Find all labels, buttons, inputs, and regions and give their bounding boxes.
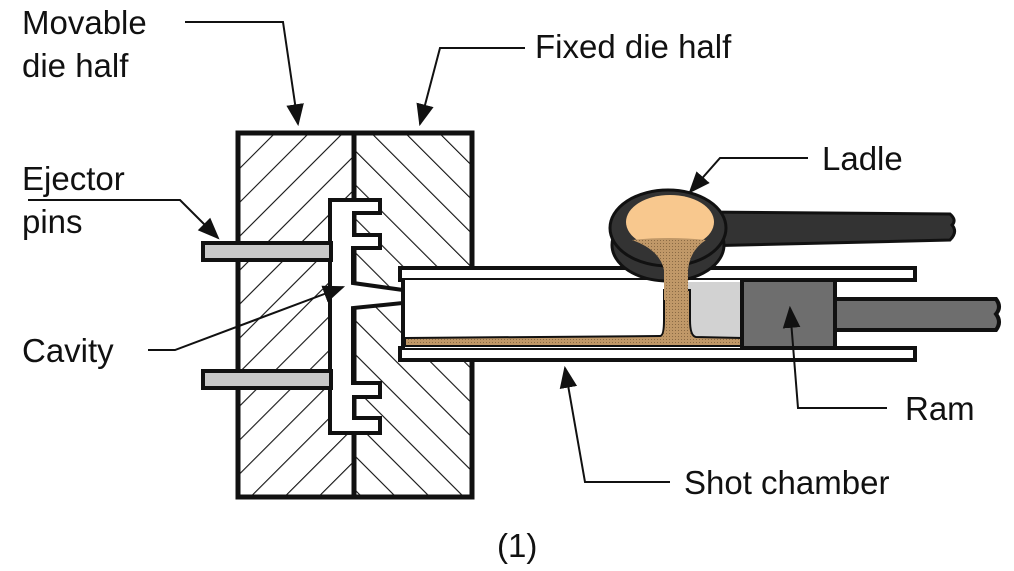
air-gap — [688, 282, 743, 346]
leader-movable-die — [185, 21, 304, 127]
label-ladle: Ladle — [822, 140, 903, 177]
label-shot-chamber: Shot chamber — [684, 464, 889, 501]
label-ram: Ram — [905, 390, 975, 427]
leader-ejector-pins — [28, 199, 220, 240]
leader-shot-chamber — [559, 365, 670, 483]
leader-ram — [782, 305, 887, 409]
leader-ladle — [688, 157, 808, 194]
figure-number: (1) — [497, 527, 537, 564]
leader-fixed-die — [416, 47, 525, 127]
ejector-pin-top — [201, 241, 333, 262]
label-cavity: Cavity — [22, 332, 114, 369]
ladle — [608, 188, 957, 300]
ram — [740, 278, 837, 350]
molten-metal-pool — [404, 289, 743, 347]
label-fixed-die-half: Fixed die half — [535, 28, 732, 65]
leader-cavity — [148, 285, 346, 351]
ejector-pin-bottom — [201, 369, 333, 390]
ram-rod — [833, 297, 1001, 332]
